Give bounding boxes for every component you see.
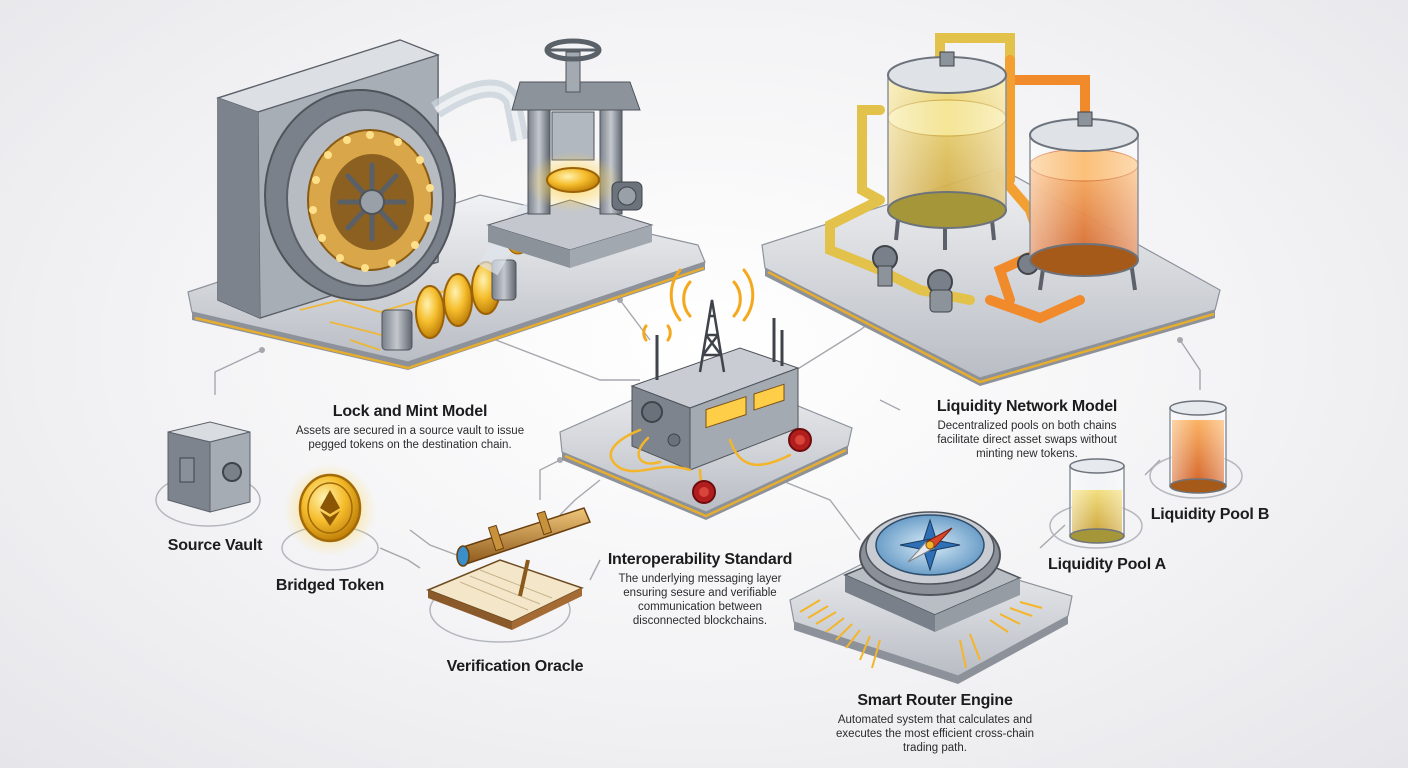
router-desc-line: trading path. bbox=[903, 742, 967, 754]
smart-router-description: Automated system that calculates and exe… bbox=[810, 713, 1060, 755]
liquidity-network-illustration bbox=[761, 33, 1221, 386]
liquidity-network-description: Decentralized pools on both chains facil… bbox=[902, 419, 1152, 461]
router-desc-line: executes the most efficient cross-chain bbox=[836, 728, 1034, 740]
interop-desc-line: communication between bbox=[637, 601, 762, 613]
orange-liquidity-tank bbox=[1029, 111, 1139, 291]
lock-mint-title: Lock and Mint Model bbox=[332, 403, 488, 420]
lock-mint-description: Assets are secured in a source vault to … bbox=[280, 424, 540, 452]
liquidity-pool-a-label: Liquidity Pool A bbox=[1048, 556, 1166, 573]
source-vault-label: Source Vault bbox=[167, 537, 263, 554]
lock-mint-illustration bbox=[187, 38, 706, 370]
interop-desc-line: The underlying messaging layer bbox=[618, 573, 782, 585]
liquidity-network-title: Liquidity Network Model bbox=[936, 398, 1118, 415]
bridged-token-icon bbox=[281, 464, 379, 571]
liquidity-desc-line: minting new tokens. bbox=[976, 448, 1078, 460]
smart-router-title: Smart Router Engine bbox=[857, 692, 1013, 709]
source-vault-icon bbox=[155, 421, 261, 527]
lock-mint-section: Lock and Mint Model Assets are secured i… bbox=[280, 403, 540, 452]
liquidity-pool-b-icon bbox=[1149, 400, 1243, 499]
interoperability-title: Interoperability Standard bbox=[607, 551, 793, 568]
liquidity-pool-a-icon bbox=[1049, 458, 1143, 549]
liquidity-desc-line: facilitate direct asset swaps without bbox=[937, 434, 1117, 446]
gold-liquidity-tank bbox=[887, 51, 1007, 250]
smart-router-illustration bbox=[789, 511, 1073, 684]
smart-router-section: Smart Router Engine Automated system tha… bbox=[810, 692, 1060, 755]
interoperability-section: Interoperability Standard The underlying… bbox=[580, 551, 820, 628]
liquidity-pool-b-label: Liquidity Pool B bbox=[1150, 506, 1270, 523]
verification-oracle-icon bbox=[425, 507, 592, 643]
interoperability-illustration bbox=[559, 268, 853, 520]
router-desc-line: Automated system that calculates and bbox=[837, 714, 1033, 726]
interoperability-description: The underlying messaging layer ensuring … bbox=[580, 572, 820, 628]
lock-mint-desc-line: pegged tokens on the destination chain. bbox=[308, 439, 512, 451]
liquidity-desc-line: Decentralized pools on both chains bbox=[937, 420, 1117, 432]
interop-desc-line: disconnected blockchains. bbox=[632, 615, 768, 627]
bridged-token-label: Bridged Token bbox=[275, 577, 385, 594]
interop-desc-line: ensuring sesure and verifiable bbox=[623, 587, 777, 599]
liquidity-network-section: Liquidity Network Model Decentralized po… bbox=[902, 398, 1152, 461]
lock-mint-desc-line: Assets are secured in a source vault to … bbox=[295, 425, 525, 437]
verification-oracle-label: Verification Oracle bbox=[446, 658, 584, 675]
